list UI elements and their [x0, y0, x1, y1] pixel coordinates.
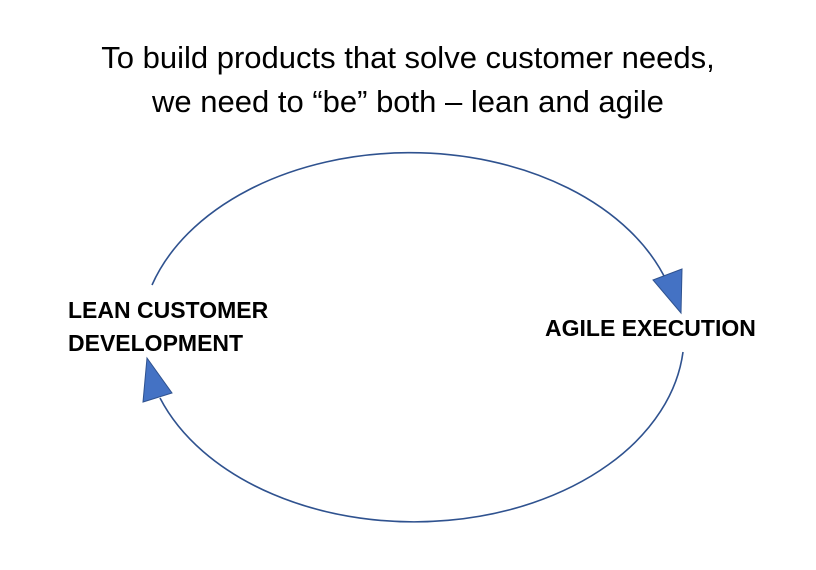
lean-label-line-2: DEVELOPMENT — [68, 330, 244, 356]
title-line-2: we need to “be” both – lean and agile — [152, 84, 664, 119]
lean-label-line-1: LEAN CUSTOMER — [68, 297, 269, 323]
lean-customer-development-label: LEAN CUSTOMER DEVELOPMENT — [68, 294, 268, 360]
title-line-1: To build products that solve customer ne… — [101, 40, 715, 75]
arrowhead-right — [652, 268, 683, 315]
bottom-arc-arrow — [159, 351, 684, 523]
top-arc-arrow — [151, 151, 668, 286]
arrowhead-left — [142, 356, 173, 403]
agile-execution-label: AGILE EXECUTION — [545, 315, 756, 341]
